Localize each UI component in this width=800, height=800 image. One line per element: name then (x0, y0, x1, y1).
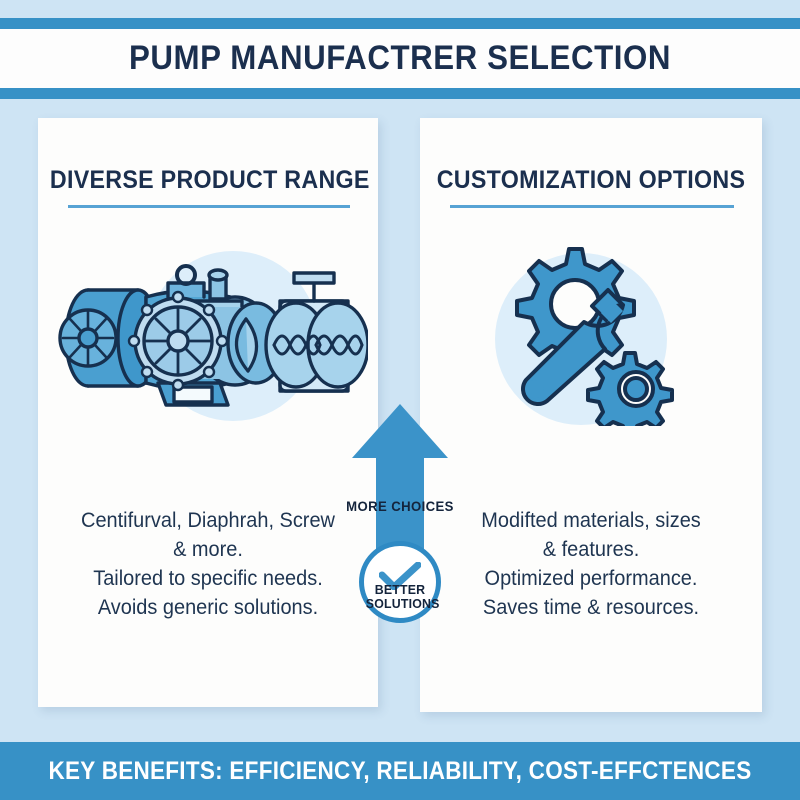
card-heading: CUSTOMIZATION OPTIONS (436, 166, 746, 194)
card-diverse-product-range: DIVERSE PRODUCT RANGE (38, 118, 378, 707)
body-line: Centifurval, Diaphrah, Screw (81, 509, 335, 532)
body-line: Tailored to specific needs. (93, 567, 323, 590)
card-heading-rule (68, 205, 350, 208)
footer-band (0, 742, 800, 800)
body-line: & more. (173, 538, 243, 561)
badge-label-line2: SOLUTIONS (365, 596, 440, 611)
card-customization-options: CUSTOMIZATION OPTIONS (420, 118, 762, 712)
badge-label: BETTER SOLUTIONS (365, 582, 440, 611)
card-icon-area (38, 233, 378, 438)
more-choices-label: MORE CHOICES (346, 498, 454, 514)
badge-label-line1: BETTER (374, 582, 426, 597)
gears-wrench-icon (515, 247, 674, 426)
card-body-text: Centifurval, Diaphrah, Screw & more. Tai… (47, 506, 370, 622)
check-icon (379, 562, 421, 590)
better-solutions-badge: BETTER SOLUTIONS (359, 541, 441, 623)
body-line: Avoids generic solutions. (97, 596, 319, 619)
card-body-text: Modifted materials, sizes & features. Op… (429, 506, 754, 622)
center-connector: MORE CHOICES BETTER SOLUTIONS (340, 400, 460, 650)
body-line: & features. (542, 538, 640, 561)
body-line: Modifted materials, sizes (481, 509, 701, 532)
card-heading: DIVERSE PRODUCT RANGE (49, 166, 370, 194)
page-title: PUMP MANUFACTRER SELECTION (128, 39, 672, 77)
card-icon-area (420, 233, 762, 438)
body-line: Saves time & resources. (482, 596, 700, 619)
header-title-plate (0, 29, 800, 88)
header-band-bottom (0, 88, 800, 99)
pumps-icon (58, 264, 368, 407)
header-band-top (0, 18, 800, 29)
body-line: Optimized performance. (484, 567, 698, 590)
card-heading-rule (450, 205, 734, 208)
footer-title: KEY BENEFITS: EFFICIENCY, RELIABILITY, C… (48, 756, 752, 785)
